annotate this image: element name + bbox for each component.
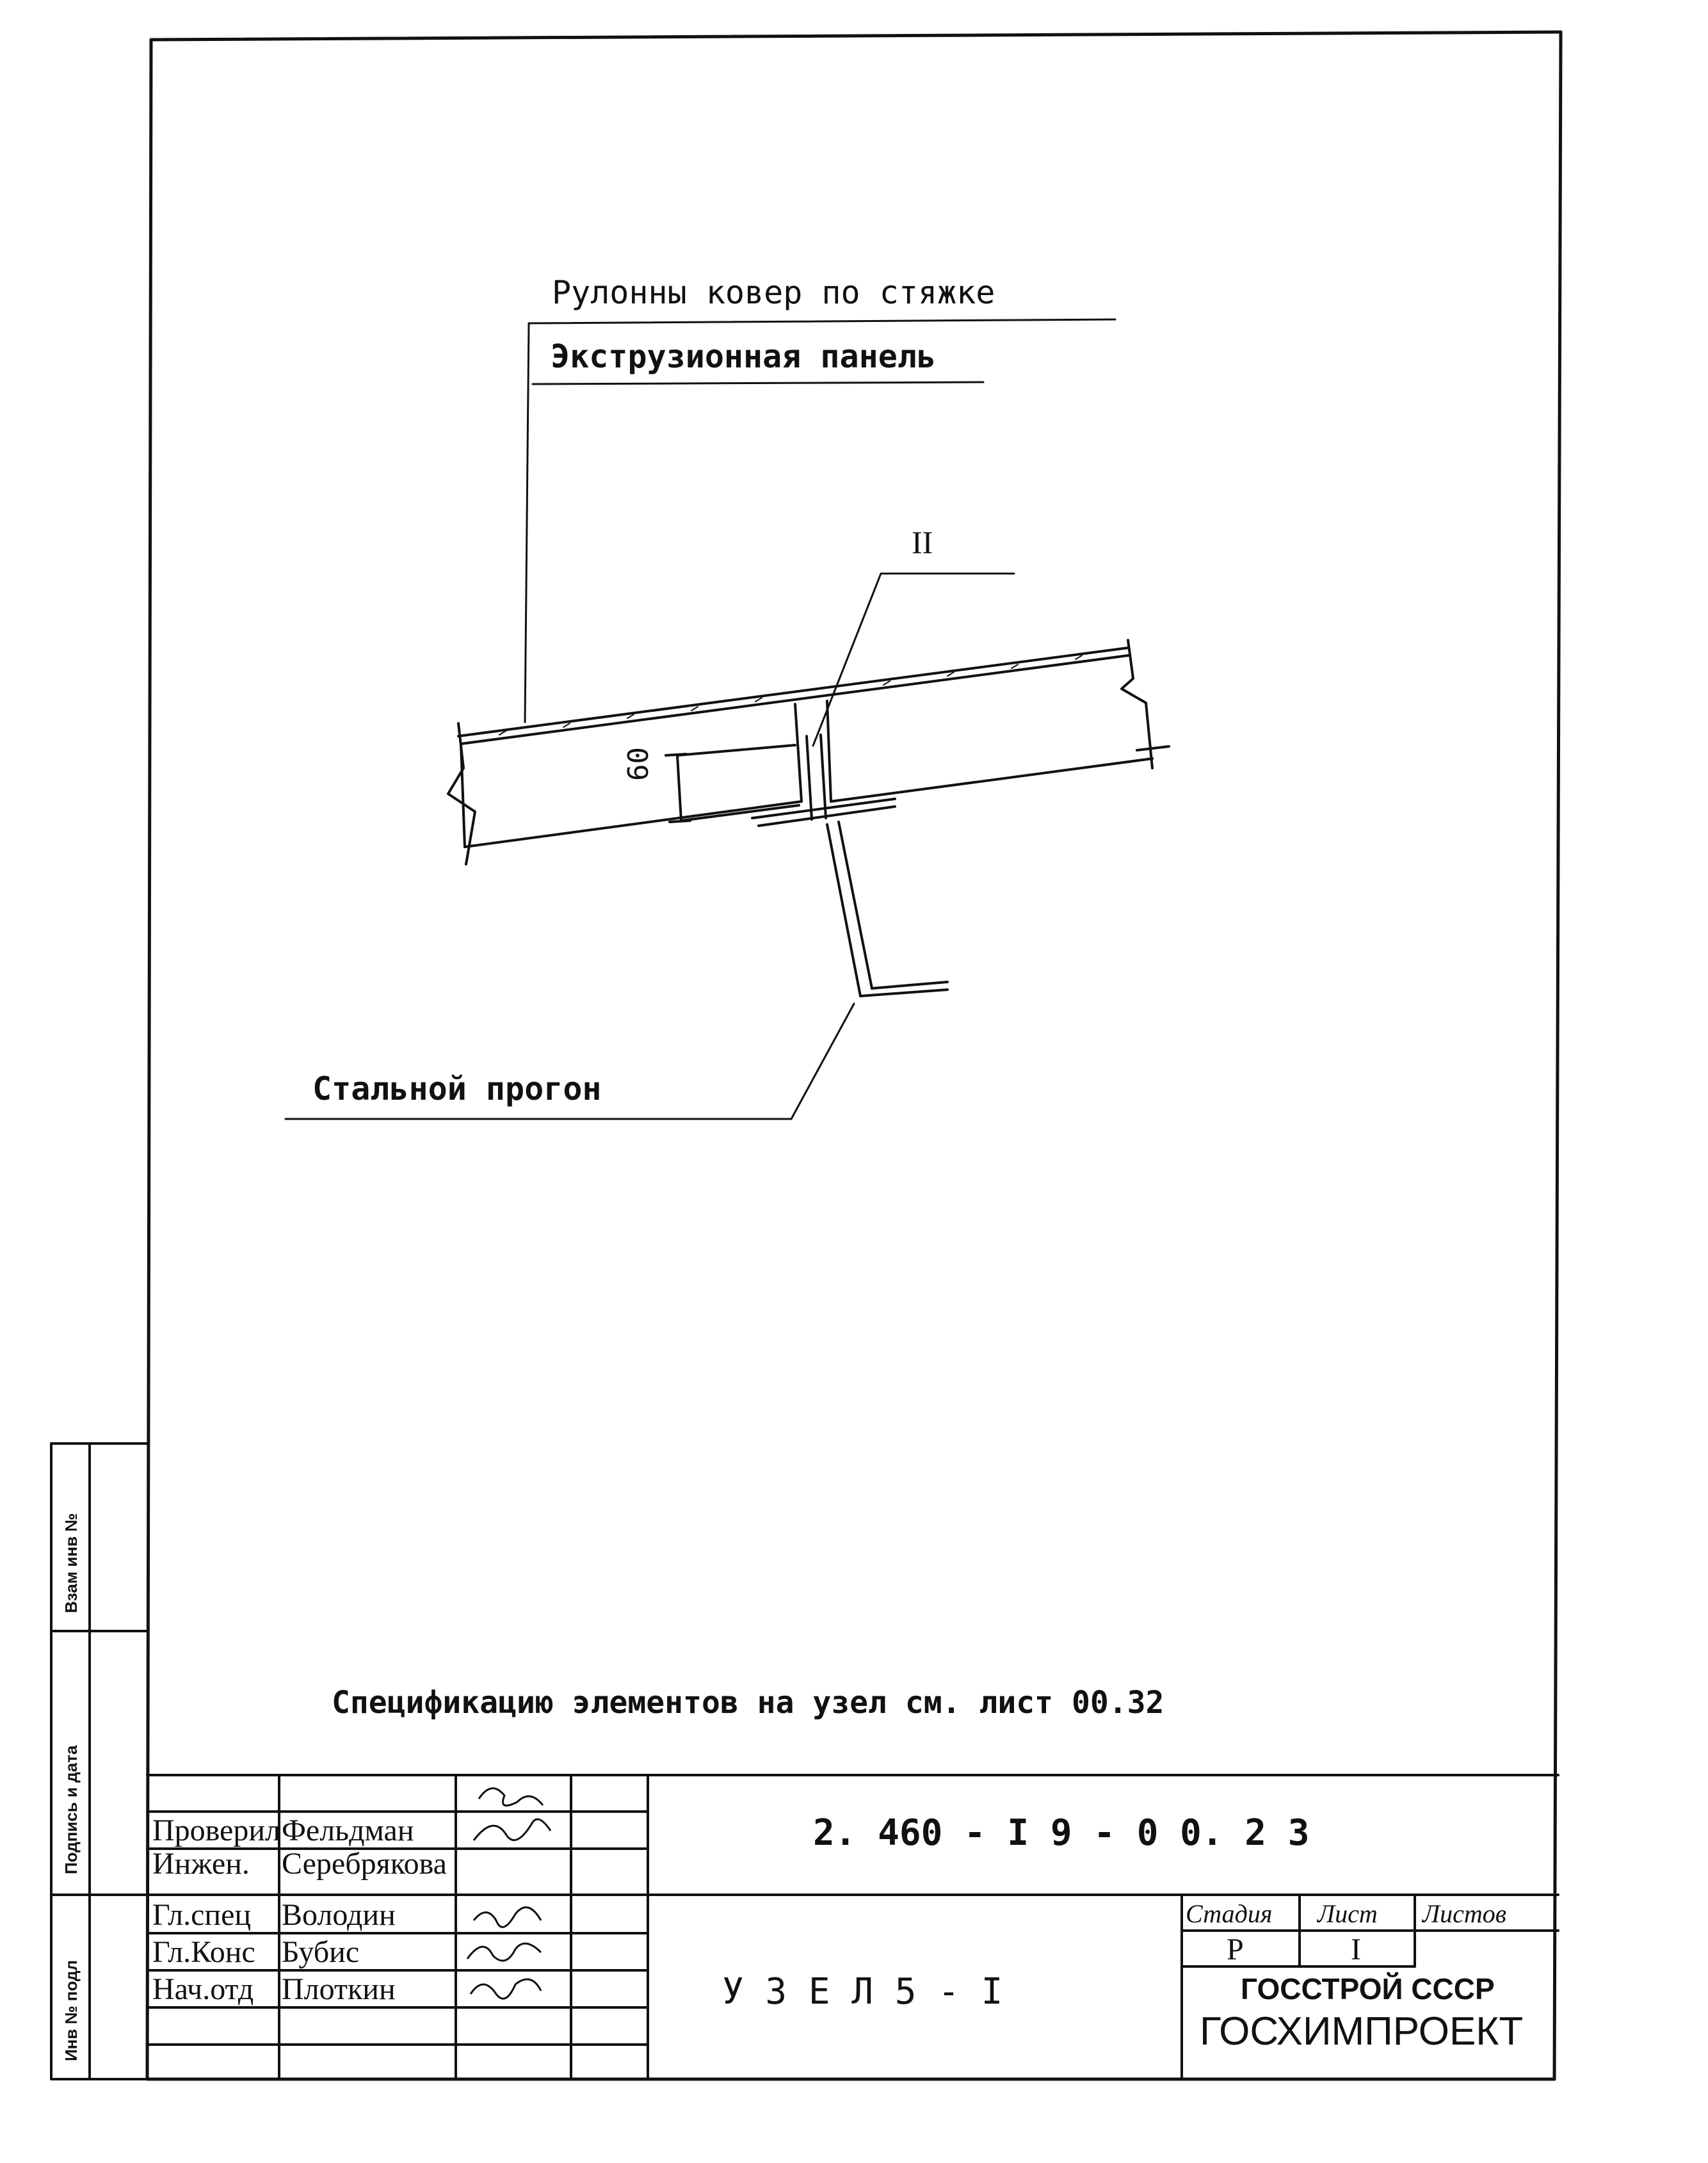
staff-role: Гл.Конс [152, 1935, 255, 1969]
label-weld-mark: II [912, 524, 933, 560]
label-extrusion-panel: Экструзионная панель [551, 338, 937, 375]
staff-name: Володин [282, 1898, 396, 1932]
leader-lines [284, 318, 1116, 1120]
title-block-grid [146, 1774, 1559, 2080]
steel-purlin [751, 734, 949, 997]
specification-note: Спецификацию элементов на узел см. лист … [332, 1685, 1164, 1721]
side-stamp-signature-date: Подпись и дата [61, 1745, 81, 1874]
staff-role: Нач.отд [152, 1972, 254, 2006]
organization-line-2: ГОСХИМПРОЕКТ [1200, 2009, 1524, 2054]
staff-name: Бубис [282, 1935, 360, 1969]
label-steel-purlin: Стальной прогон [312, 1070, 602, 1107]
side-stamp-grid [50, 1442, 149, 2080]
roof-panels [447, 639, 1170, 865]
side-stamp-replaced-inv: Взам инв № [61, 1513, 81, 1613]
staff-role: Инжен. [152, 1847, 250, 1881]
label-dimension-60: 60 [622, 747, 655, 781]
sheets-header: Листов [1422, 1899, 1507, 1928]
roll-cover-hatch [499, 655, 1083, 736]
label-roll-cover: Рулонны ковер по стяжке [552, 274, 995, 311]
side-stamp-inv-original: Инв № подл [61, 1959, 81, 2061]
signature-marks [466, 1787, 552, 2000]
staff-name: Плоткин [282, 1972, 396, 2006]
sheet-value: I [1351, 1933, 1361, 1966]
staff-name: Серебрякова [282, 1847, 447, 1881]
sheet-header: Лист [1317, 1899, 1378, 1928]
stage-header: Стадия [1186, 1899, 1273, 1928]
document-number: 2. 460 - I 9 - 0 0. 2 3 [813, 1812, 1310, 1854]
stage-value: Р [1227, 1933, 1244, 1966]
sheet-frame [145, 30, 1563, 2081]
staff-role: Проверил [152, 1813, 280, 1847]
organization-line-1: ГОССТРОЙ СССР [1241, 1972, 1495, 2006]
node-title: У З Е Л 5 - I [722, 1971, 1003, 2013]
staff-role: Гл.спец [152, 1898, 252, 1932]
staff-name: Фельдман [282, 1813, 414, 1847]
